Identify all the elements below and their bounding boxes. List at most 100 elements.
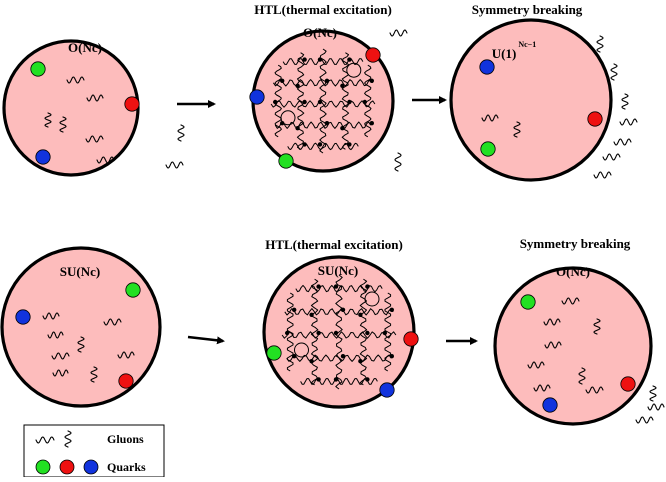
title-panel-1-2: HTL(thermal excitation) — [254, 2, 392, 17]
htl-2-vertex-19 — [333, 377, 339, 382]
legend-gluon-horizontal-icon — [35, 436, 55, 444]
gluon-8 — [389, 29, 408, 37]
gluon-4 — [85, 135, 104, 143]
quark-green-9 — [125, 282, 141, 298]
gluon-33 — [585, 386, 604, 394]
htl-1-vertex-17 — [369, 121, 374, 126]
gluon-28 — [543, 318, 561, 326]
htl-2-vline-7 — [335, 274, 343, 390]
htl-2-vline-5 — [286, 292, 294, 372]
gluon-11 — [513, 121, 521, 138]
quark-red-13 — [403, 331, 419, 347]
quark-blue-6 — [479, 59, 495, 75]
htl-1-loop-0 — [280, 110, 296, 126]
gluon-35 — [649, 385, 657, 402]
htl-2-vline-8 — [359, 278, 368, 386]
legend-gluon-vertical-icon — [64, 430, 72, 448]
gluon-21 — [47, 331, 64, 339]
htl-2-hline-2 — [281, 331, 397, 339]
gluon-29 — [593, 318, 601, 335]
label-panel-2-2: SU(Nc) — [318, 263, 358, 278]
gluon-13 — [610, 63, 618, 81]
htl-2-vertex-10 — [333, 330, 339, 336]
htl-1-vline-9 — [364, 64, 372, 138]
quark-blue-2 — [35, 149, 51, 165]
panel-1-1: O(Nc) — [2, 39, 140, 177]
title-panel-2-3: Symmetry breaking — [520, 236, 631, 251]
gluon-16 — [613, 138, 632, 146]
htl-1-vertex-15 — [324, 121, 330, 126]
gluon-0 — [66, 76, 85, 84]
arrow-2-1 — [187, 335, 225, 345]
panel-2-1: SU(Nc) — [0, 246, 162, 408]
htl-2-vertex-6 — [358, 312, 363, 317]
htl-1-vertex-2 — [347, 57, 352, 62]
htl-1-vertex-7 — [369, 78, 374, 84]
quark-green-15 — [520, 294, 536, 310]
gluon-31 — [527, 361, 545, 369]
label-panel-2-3: O(Nc) — [556, 264, 590, 279]
htl-2-vertex-13 — [292, 354, 297, 359]
htl-1-vline-7 — [319, 48, 327, 154]
htl-2-vertex-8 — [285, 330, 290, 336]
legend-quark-icons — [35, 459, 99, 475]
htl-2-vertex-4 — [309, 312, 314, 317]
htl-2-vertex-3 — [292, 307, 297, 312]
legend-gluons-label: Gluons — [107, 432, 144, 446]
quark-red-7 — [587, 111, 603, 127]
gluon-7 — [165, 161, 184, 169]
label-panel-1-3-base: U(1) — [492, 46, 517, 61]
gluon-27 — [561, 297, 580, 305]
htl-2-loop-1 — [364, 291, 380, 307]
htl-2-vertex-18 — [316, 377, 321, 382]
gluon-23 — [51, 352, 70, 360]
circle-panel-2-1 — [0, 246, 162, 408]
gluon-25 — [52, 369, 69, 377]
htl-2-vline-6 — [310, 278, 319, 386]
htl-1-vertex-9 — [302, 99, 307, 105]
htl-2-loop-0 — [294, 342, 309, 358]
quark-layer — [15, 47, 636, 413]
htl-1-vline-6 — [296, 52, 305, 150]
htl-1-vertex-4 — [295, 83, 300, 89]
htl-2-vertex-0 — [316, 284, 321, 289]
htl-1-hline-3 — [274, 121, 372, 129]
gluon-6 — [177, 124, 185, 142]
quark-green-12 — [266, 345, 282, 361]
legend-gluon-icon — [35, 430, 72, 448]
htl-1-vertex-20 — [347, 142, 352, 147]
gluon-layer — [42, 29, 665, 424]
gluon-36 — [647, 403, 665, 411]
title-panel-1-3: Symmetry breaking — [472, 2, 583, 17]
circle-panel-2-3 — [493, 266, 653, 426]
gluon-18 — [593, 171, 612, 179]
gluon-30 — [544, 341, 562, 349]
htl-2-vline-9 — [384, 292, 392, 372]
label-panel-1-3: U(1)Nc−1 — [492, 40, 536, 61]
gluon-2 — [59, 116, 67, 133]
legend-quarks-label: Quarks — [107, 460, 146, 474]
htl-1-hline-1 — [272, 79, 374, 87]
htl-1-vline-8 — [341, 52, 350, 150]
label-panel-1-2: O(Nc) — [303, 25, 337, 40]
legend-quark-icon-0 — [35, 459, 51, 475]
htl-1-vertex-13 — [280, 121, 285, 126]
quark-red-16 — [620, 376, 636, 392]
htl-1-vertex-8 — [273, 99, 278, 105]
gluon-17 — [602, 153, 621, 161]
quark-blue-17 — [542, 397, 558, 413]
title-panel-2-2: HTL(thermal excitation) — [265, 237, 403, 252]
htl-2-vertex-12 — [382, 330, 387, 336]
htl-1-vertex-3 — [280, 78, 285, 84]
label-panel-1-1: O(Nc) — [68, 40, 102, 55]
panel-1-3: Symmetry breaking U(1)Nc−1 — [449, 2, 613, 182]
legend-quark-icon-2 — [83, 459, 99, 475]
panel-2-3: Symmetry breaking O(Nc) — [493, 236, 653, 426]
legend-quark-icon-1 — [59, 459, 75, 475]
htl-2-vertex-9 — [316, 330, 321, 336]
htl-2-vertex-16 — [358, 359, 363, 364]
circle-panel-1-1 — [2, 39, 140, 177]
htl-2-vertex-11 — [365, 330, 370, 336]
